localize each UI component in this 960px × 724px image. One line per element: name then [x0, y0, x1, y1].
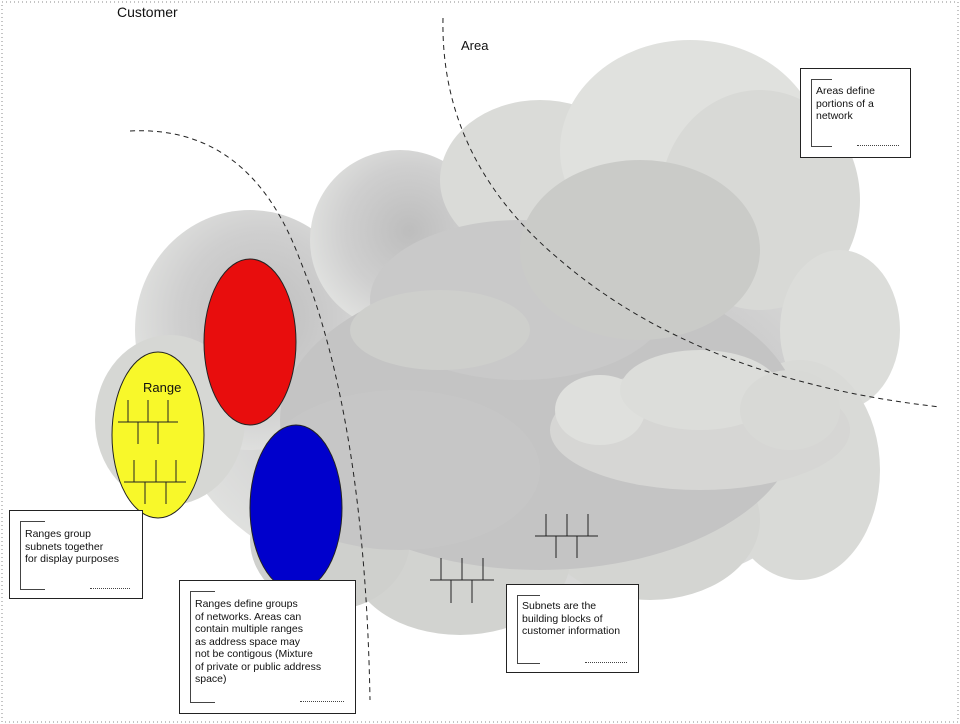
red-range	[203, 258, 297, 426]
ranges-group-note-text: Ranges group subnets together for displa…	[25, 528, 119, 565]
area-label: Area	[461, 38, 489, 53]
areas-note-text: Areas define portions of a network	[816, 85, 875, 122]
ranges-define-note-text: Ranges define groups of networks. Areas …	[195, 598, 322, 685]
areas-note: Areas define portions of a network	[800, 68, 911, 158]
subnets-note: Subnets are the building blocks of custo…	[506, 584, 639, 673]
customer-boundary	[129, 130, 371, 701]
subnets-note-text: Subnets are the building blocks of custo…	[522, 600, 621, 637]
ranges-group-note: Ranges group subnets together for displa…	[9, 510, 143, 599]
customer-label: Customer	[117, 4, 178, 20]
ranges-define-note: Ranges define groups of networks. Areas …	[179, 580, 356, 714]
range-label: Range	[143, 380, 182, 395]
subnet-bus-icon	[124, 460, 186, 504]
subnet-bus-icon	[535, 514, 598, 558]
subnet-bus-icon	[118, 400, 178, 444]
area-boundary	[442, 17, 941, 408]
subnet-bus-icon	[430, 558, 494, 603]
blue-range	[249, 424, 343, 592]
